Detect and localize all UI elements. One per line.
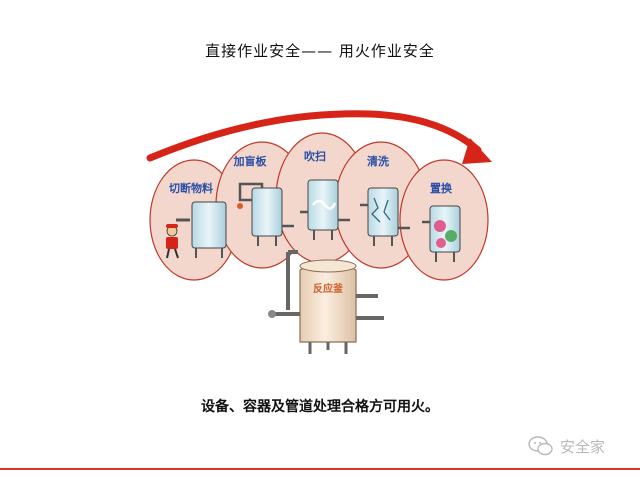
blind-plate-icon <box>237 203 243 209</box>
caption: 设备、容器及管道处理合格方可用火。 <box>201 399 439 415</box>
tank-4 <box>360 187 410 246</box>
step-label: 切断物料 <box>169 181 213 195</box>
tank-2 <box>237 182 294 246</box>
arrow-head-icon <box>462 138 492 164</box>
worker-icon <box>166 224 179 259</box>
process-arrow <box>146 110 482 162</box>
page-title: 直接作业安全—— 用火作业安全 <box>205 42 435 60</box>
reactor-vessel: 反应釜 <box>268 250 384 354</box>
reactor-label: 反应釜 <box>313 282 344 295</box>
step-label: 清洗 <box>367 154 389 168</box>
brand-name: 安全家 <box>560 437 606 456</box>
step-label: 加盲板 <box>233 154 268 168</box>
step-label: 置换 <box>430 181 453 195</box>
step-label: 吹扫 <box>304 149 326 163</box>
brand-watermark: 安全家 <box>528 434 605 458</box>
tank-3 <box>300 179 350 240</box>
bottom-rule <box>0 468 640 470</box>
tank-5 <box>422 205 461 262</box>
wechat-icon <box>528 436 553 456</box>
tank-1 <box>176 201 227 258</box>
